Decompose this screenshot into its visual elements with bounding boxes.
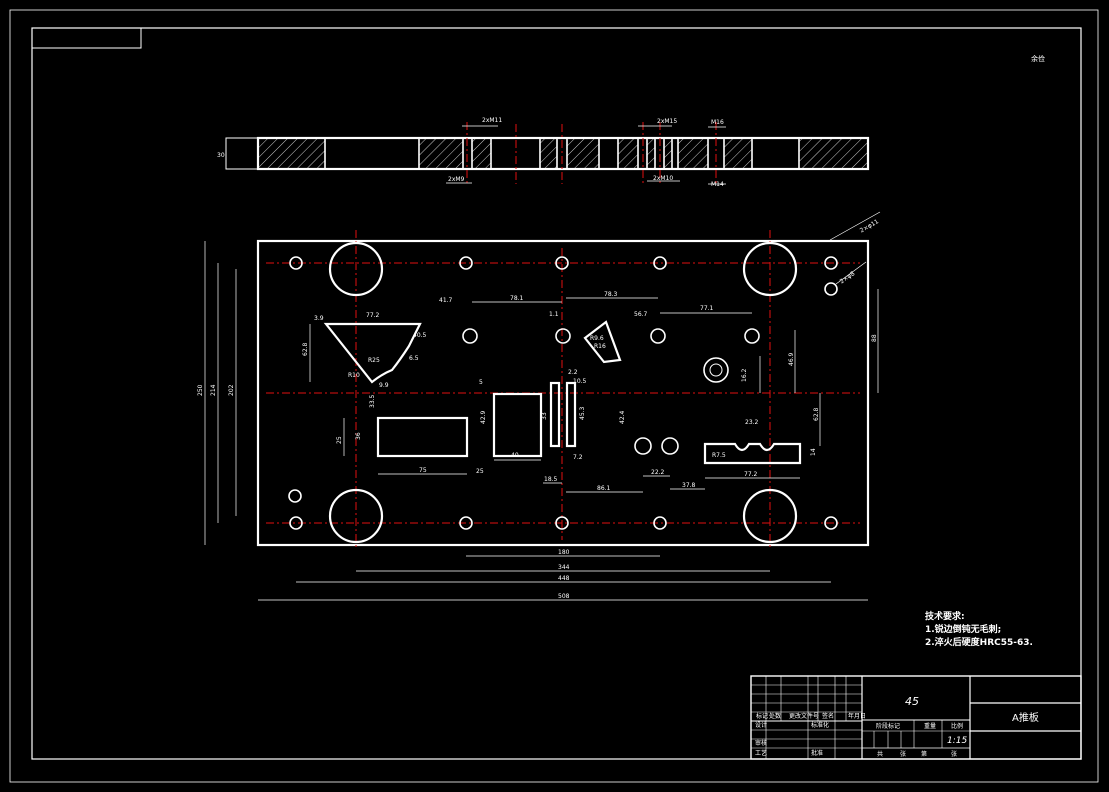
svg-text:2.淬火后硬度HRC55-63.: 2.淬火后硬度HRC55-63. — [925, 636, 1033, 648]
svg-text:标记: 标记 — [756, 712, 768, 720]
svg-text:23.2: 23.2 — [745, 419, 759, 426]
svg-text:张: 张 — [900, 750, 906, 758]
svg-text:78.3: 78.3 — [604, 291, 618, 298]
svg-text:214: 214 — [210, 384, 217, 396]
svg-text:77.1: 77.1 — [700, 305, 714, 312]
svg-text:批准: 批准 — [811, 749, 823, 757]
svg-text:1.锐边倒钝无毛刺;: 1.锐边倒钝无毛刺; — [925, 623, 1001, 635]
svg-text:25: 25 — [336, 436, 343, 444]
svg-text:75: 75 — [419, 467, 427, 474]
svg-text:180: 180 — [558, 549, 570, 556]
svg-text:78.1: 78.1 — [510, 295, 524, 302]
svg-text:10.5: 10.5 — [573, 378, 587, 385]
svg-text:第: 第 — [921, 750, 927, 758]
svg-text:工艺: 工艺 — [755, 749, 767, 757]
svg-text:审核: 审核 — [755, 739, 767, 747]
svg-text:1.1: 1.1 — [549, 311, 559, 318]
svg-text:448: 448 — [558, 575, 570, 582]
svg-text:2xM15: 2xM15 — [657, 118, 677, 125]
svg-text:设计: 设计 — [755, 721, 767, 729]
svg-text:R7.5: R7.5 — [712, 452, 726, 459]
scale-text: 1:15 — [947, 736, 967, 746]
svg-text:16.2: 16.2 — [741, 368, 748, 382]
svg-text:40: 40 — [511, 452, 519, 459]
svg-text:更改文件号: 更改文件号 — [789, 712, 819, 720]
svg-text:86.1: 86.1 — [597, 485, 611, 492]
code-box — [31, 27, 142, 49]
svg-text:14: 14 — [810, 448, 817, 456]
svg-text:33: 33 — [541, 412, 548, 420]
svg-text:22.2: 22.2 — [651, 469, 665, 476]
svg-text:M16: M16 — [711, 119, 724, 126]
svg-text:37.8: 37.8 — [682, 482, 696, 489]
svg-text:3.9: 3.9 — [314, 315, 324, 322]
svg-text:2xM10: 2xM10 — [653, 175, 673, 182]
svg-text:5: 5 — [479, 379, 483, 386]
svg-text:R25: R25 — [368, 357, 380, 364]
svg-text:共: 共 — [877, 750, 883, 758]
svg-text:508: 508 — [558, 593, 570, 600]
svg-text:42.9: 42.9 — [480, 410, 487, 424]
svg-text:R9.6: R9.6 — [590, 335, 604, 342]
svg-text:2.2: 2.2 — [568, 369, 578, 376]
svg-text:张: 张 — [951, 750, 957, 758]
svg-text:标准化: 标准化 — [811, 721, 829, 729]
svg-text:处数: 处数 — [769, 712, 781, 720]
svg-text:62.8: 62.8 — [302, 342, 309, 356]
svg-text:77.2: 77.2 — [744, 471, 758, 478]
svg-text:46.9: 46.9 — [788, 352, 795, 366]
svg-text:62.8: 62.8 — [813, 407, 820, 421]
svg-text:202: 202 — [228, 384, 235, 396]
svg-text:40.5: 40.5 — [413, 332, 427, 339]
svg-text:36: 36 — [355, 432, 362, 440]
svg-text:41.7: 41.7 — [439, 297, 453, 304]
svg-text:2×φ11: 2×φ11 — [859, 218, 880, 234]
svg-text:签名: 签名 — [822, 712, 834, 720]
svg-text:2xM11: 2xM11 — [482, 117, 502, 124]
svg-text:33.5: 33.5 — [369, 394, 376, 408]
svg-text:25: 25 — [476, 468, 484, 475]
svg-text:重量: 重量 — [924, 722, 936, 730]
svg-text:42.4: 42.4 — [619, 410, 626, 424]
inner-border — [31, 27, 1082, 760]
corner-note: 余俭 — [1031, 54, 1045, 63]
outer-border — [9, 9, 1099, 783]
svg-text:30: 30 — [217, 152, 225, 159]
svg-text:2×φ8: 2×φ8 — [839, 270, 857, 285]
svg-text:56.7: 56.7 — [634, 311, 648, 318]
part-name: A推板 — [1012, 711, 1039, 724]
svg-text:R16: R16 — [594, 343, 606, 350]
svg-text:45.3: 45.3 — [579, 406, 586, 420]
section-view: 30 2xM11 2xM9 2xM15 2xM10 M16 M14 — [217, 117, 870, 188]
title-block: 标记 处数 更改文件号 签名 年月日 设计 标准化 审核 工艺 批准 阶段标记 … — [750, 675, 1082, 760]
plan-view: 508 448 344 180 250 214 202 88 46.9 16.2… — [197, 211, 881, 601]
svg-text:18.5: 18.5 — [544, 476, 558, 483]
svg-text:R10: R10 — [348, 372, 360, 379]
svg-text:阶段标记: 阶段标记 — [876, 722, 900, 730]
svg-text:7.2: 7.2 — [573, 454, 583, 461]
svg-text:技术要求:: 技术要求: — [925, 610, 965, 622]
svg-text:9.9: 9.9 — [379, 382, 389, 389]
svg-text:比例: 比例 — [951, 722, 963, 730]
svg-text:M14: M14 — [711, 181, 724, 188]
material-text: 45 — [905, 695, 919, 708]
tech-requirements: 技术要求: 1.锐边倒钝无毛刺; 2.淬火后硬度HRC55-63. — [925, 610, 1033, 648]
svg-text:2xM9: 2xM9 — [448, 176, 465, 183]
svg-text:77.2: 77.2 — [366, 312, 380, 319]
svg-text:250: 250 — [197, 384, 204, 396]
svg-text:88: 88 — [871, 334, 878, 342]
svg-text:6.5: 6.5 — [409, 355, 419, 362]
svg-text:344: 344 — [558, 564, 570, 571]
svg-text:年月日: 年月日 — [848, 712, 866, 720]
